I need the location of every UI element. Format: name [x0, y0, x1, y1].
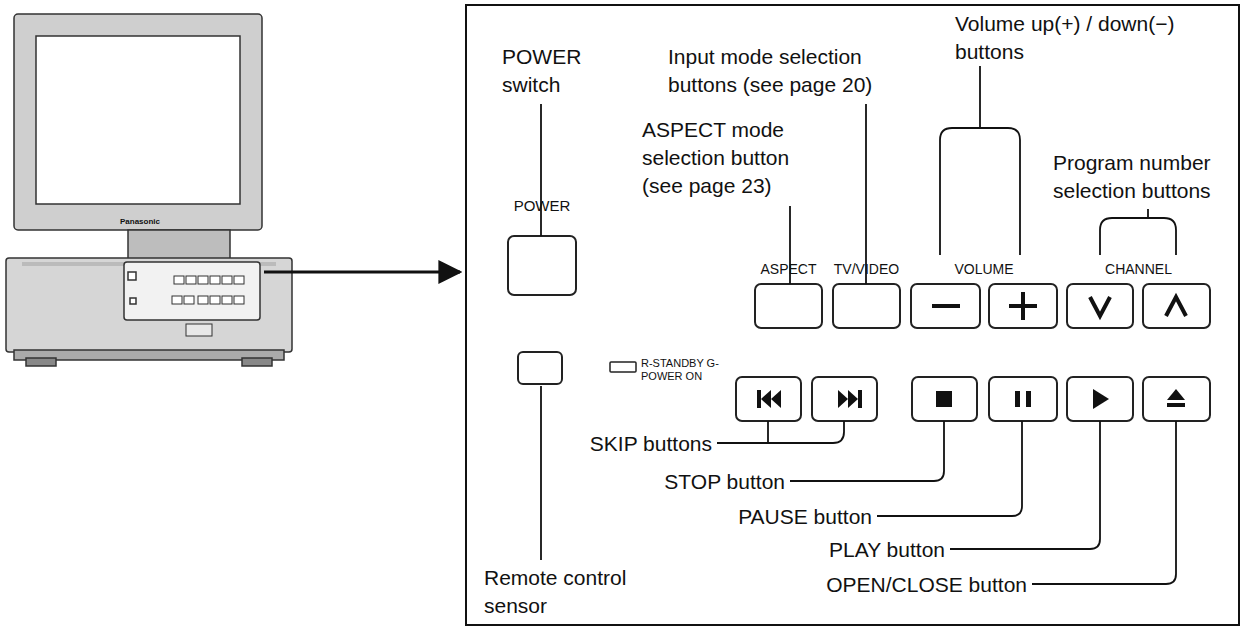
button-label: ASPECT — [745, 260, 832, 279]
button-label: POWER — [500, 196, 584, 216]
callout-label: Program number selection buttons — [1053, 149, 1233, 205]
callout-label: OPEN/CLOSE button — [826, 571, 1027, 599]
callout-label: Remote control sensor — [484, 564, 659, 620]
indicator-label: R-STANDBY G-POWER ON — [641, 357, 721, 383]
button-label: VOLUME — [911, 260, 1057, 279]
callout-label: PLAY button — [829, 536, 945, 564]
panel-buttons — [508, 236, 1210, 421]
button-symbols — [757, 292, 1186, 409]
leader-lines — [541, 66, 1176, 584]
panel-frame — [466, 5, 1239, 625]
callout-label: SKIP buttons — [590, 430, 712, 458]
button-label: CHANNEL — [1067, 260, 1210, 279]
callout-label: STOP button — [664, 468, 785, 496]
callout-label: POWER switch — [502, 43, 602, 99]
brand-logo: Panasonic — [100, 217, 180, 228]
callout-label: Volume up(+) / down(−) buttons — [955, 10, 1217, 66]
callout-label: PAUSE button — [738, 503, 872, 531]
pointer-arrow — [264, 271, 460, 274]
tv-illustration — [6, 14, 292, 366]
callout-label: ASPECT mode selection button (see page 2… — [642, 116, 817, 200]
button-label: TV/VIDEO — [826, 260, 907, 279]
callout-label: Input mode selection buttons (see page 2… — [668, 43, 903, 99]
